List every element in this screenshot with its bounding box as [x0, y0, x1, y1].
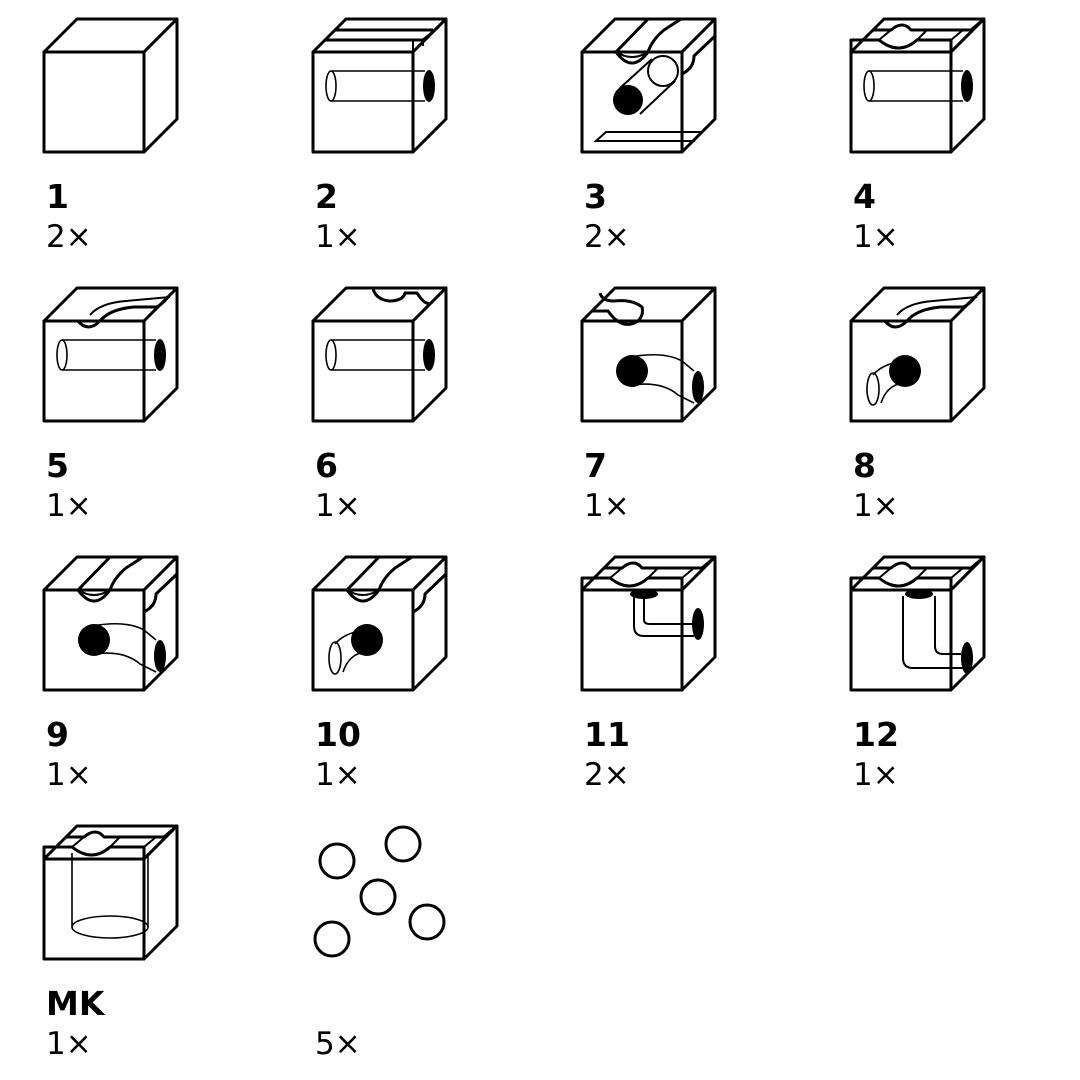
- piece-quantity: 1×: [853, 219, 899, 255]
- piece-id: 11: [584, 715, 630, 754]
- marbles-icon: [313, 825, 446, 958]
- piece-quantity: 2×: [584, 219, 630, 255]
- piece-10: 10 1×: [311, 554, 533, 804]
- piece-id: 7: [584, 446, 607, 485]
- piece-11: 11 2×: [580, 554, 802, 804]
- piece-id: 1: [46, 177, 69, 216]
- piece-quantity: 1×: [584, 488, 630, 524]
- piece-quantity: 1×: [853, 488, 899, 524]
- piece-quantity: 1×: [315, 488, 361, 524]
- piece-marbles: 5×: [313, 823, 533, 1073]
- piece-2: 2 1×: [311, 16, 533, 266]
- piece-1: 1 2×: [42, 16, 264, 266]
- piece-5: 5 1×: [42, 285, 264, 535]
- piece-quantity: 1×: [315, 757, 361, 793]
- piece-6: 6 1×: [311, 285, 533, 535]
- piece-12: 12 1×: [849, 554, 1071, 804]
- piece-id: 2: [315, 177, 338, 216]
- piece-quantity: 1×: [46, 1026, 92, 1062]
- cross-groove-tunnel-cube-icon: [849, 17, 986, 154]
- piece-4: 4 1×: [849, 16, 1071, 266]
- piece-id: 10: [315, 715, 361, 754]
- piece-id: 12: [853, 715, 899, 754]
- piece-id: MK: [46, 984, 105, 1023]
- side-groove-tunnel-cube-icon: [311, 286, 448, 423]
- curve-groove-bend-left-cube-icon: [849, 286, 986, 423]
- piece-id: 5: [46, 446, 69, 485]
- piece-quantity: 2×: [46, 219, 92, 255]
- piece-quantity: 2×: [584, 757, 630, 793]
- piece-id: 6: [315, 446, 338, 485]
- piece-id: 9: [46, 715, 69, 754]
- piece-id: 4: [853, 177, 876, 216]
- cross-groove-drop-cube-icon: [580, 555, 717, 692]
- piece-quantity: 1×: [853, 757, 899, 793]
- groove-bend-left-cube-icon: [311, 555, 448, 692]
- piece-mk: MK 1×: [42, 823, 264, 1073]
- piece-quantity: 1×: [46, 757, 92, 793]
- straight-tunnel-cube-icon: [311, 17, 448, 154]
- piece-quantity: 1×: [46, 488, 92, 524]
- piece-7: 7 1×: [580, 285, 802, 535]
- piece-3: 3 2×: [580, 16, 802, 266]
- piece-8: 8 1×: [849, 285, 1071, 535]
- piece-quantity: 1×: [315, 219, 361, 255]
- funnel-cube-icon: [42, 824, 179, 961]
- curve-groove-tunnel-cube-icon: [42, 286, 179, 423]
- diagonal-drop-cube-icon: [580, 17, 717, 154]
- piece-9: 9 1×: [42, 554, 264, 804]
- curve-groove-bend-cube-icon: [580, 286, 717, 423]
- piece-quantity: 5×: [315, 1026, 361, 1062]
- piece-id: 8: [853, 446, 876, 485]
- piece-id: 3: [584, 177, 607, 216]
- groove-bend-right-cube-icon: [42, 555, 179, 692]
- plain-cube-icon: [42, 17, 179, 154]
- cross-groove-long-drop-cube-icon: [849, 555, 986, 692]
